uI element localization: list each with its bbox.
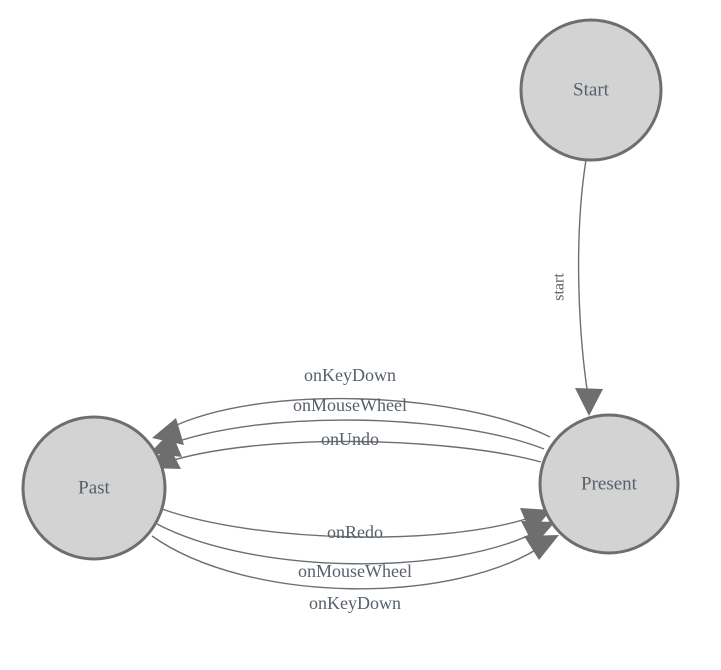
node-group: Start Past Present [21,18,680,561]
node-circle[interactable] [538,413,680,555]
edge-label-onredo: onRedo [327,522,383,542]
arrowhead-icon [521,521,555,546]
edge-group: start onKeyDown onMouseWheel onUndo [149,159,603,613]
edge-label-onkeydown-down: onKeyDown [309,593,401,613]
edge-past-to-present-onredo[interactable]: onRedo [161,508,551,542]
arrowhead-icon [520,508,551,534]
node-label-start: Start [573,79,610,100]
edge-past-to-present-onmousewheel[interactable]: onMouseWheel [156,521,555,581]
edge-label-onkeydown-up: onKeyDown [304,365,396,385]
node-circle[interactable] [519,18,663,162]
edge-label-onmousewheel-down: onMouseWheel [298,561,412,581]
edge-path [164,419,545,450]
edge-path [167,397,551,438]
edge-present-to-past-onkeydown[interactable]: onKeyDown [152,365,551,445]
node-label-past: Past [78,477,110,498]
edge-path [163,440,542,464]
node-start[interactable]: Start [519,18,663,162]
edge-label-onmousewheel-up: onMouseWheel [293,395,407,415]
node-present[interactable]: Present [538,413,680,555]
arrowhead-icon [152,418,184,445]
node-past[interactable]: Past [21,415,167,561]
edge-present-to-past-onmousewheel[interactable]: onMouseWheel [150,395,545,457]
edge-label-start: start [551,273,568,301]
edge-path [577,159,589,397]
edge-present-to-past-onundo[interactable]: onUndo [149,429,542,469]
arrowhead-icon [524,535,559,560]
edge-path [151,535,546,590]
arrowhead-icon [150,431,182,457]
edge-path [156,523,541,565]
arrowhead-icon [575,388,603,416]
node-label-present: Present [581,473,638,494]
edge-start-to-present[interactable]: start [551,159,603,416]
edge-label-onundo: onUndo [321,429,379,449]
edge-path [161,508,536,538]
node-circle[interactable] [21,415,167,561]
edge-past-to-present-onkeydown[interactable]: onKeyDown [151,535,559,613]
